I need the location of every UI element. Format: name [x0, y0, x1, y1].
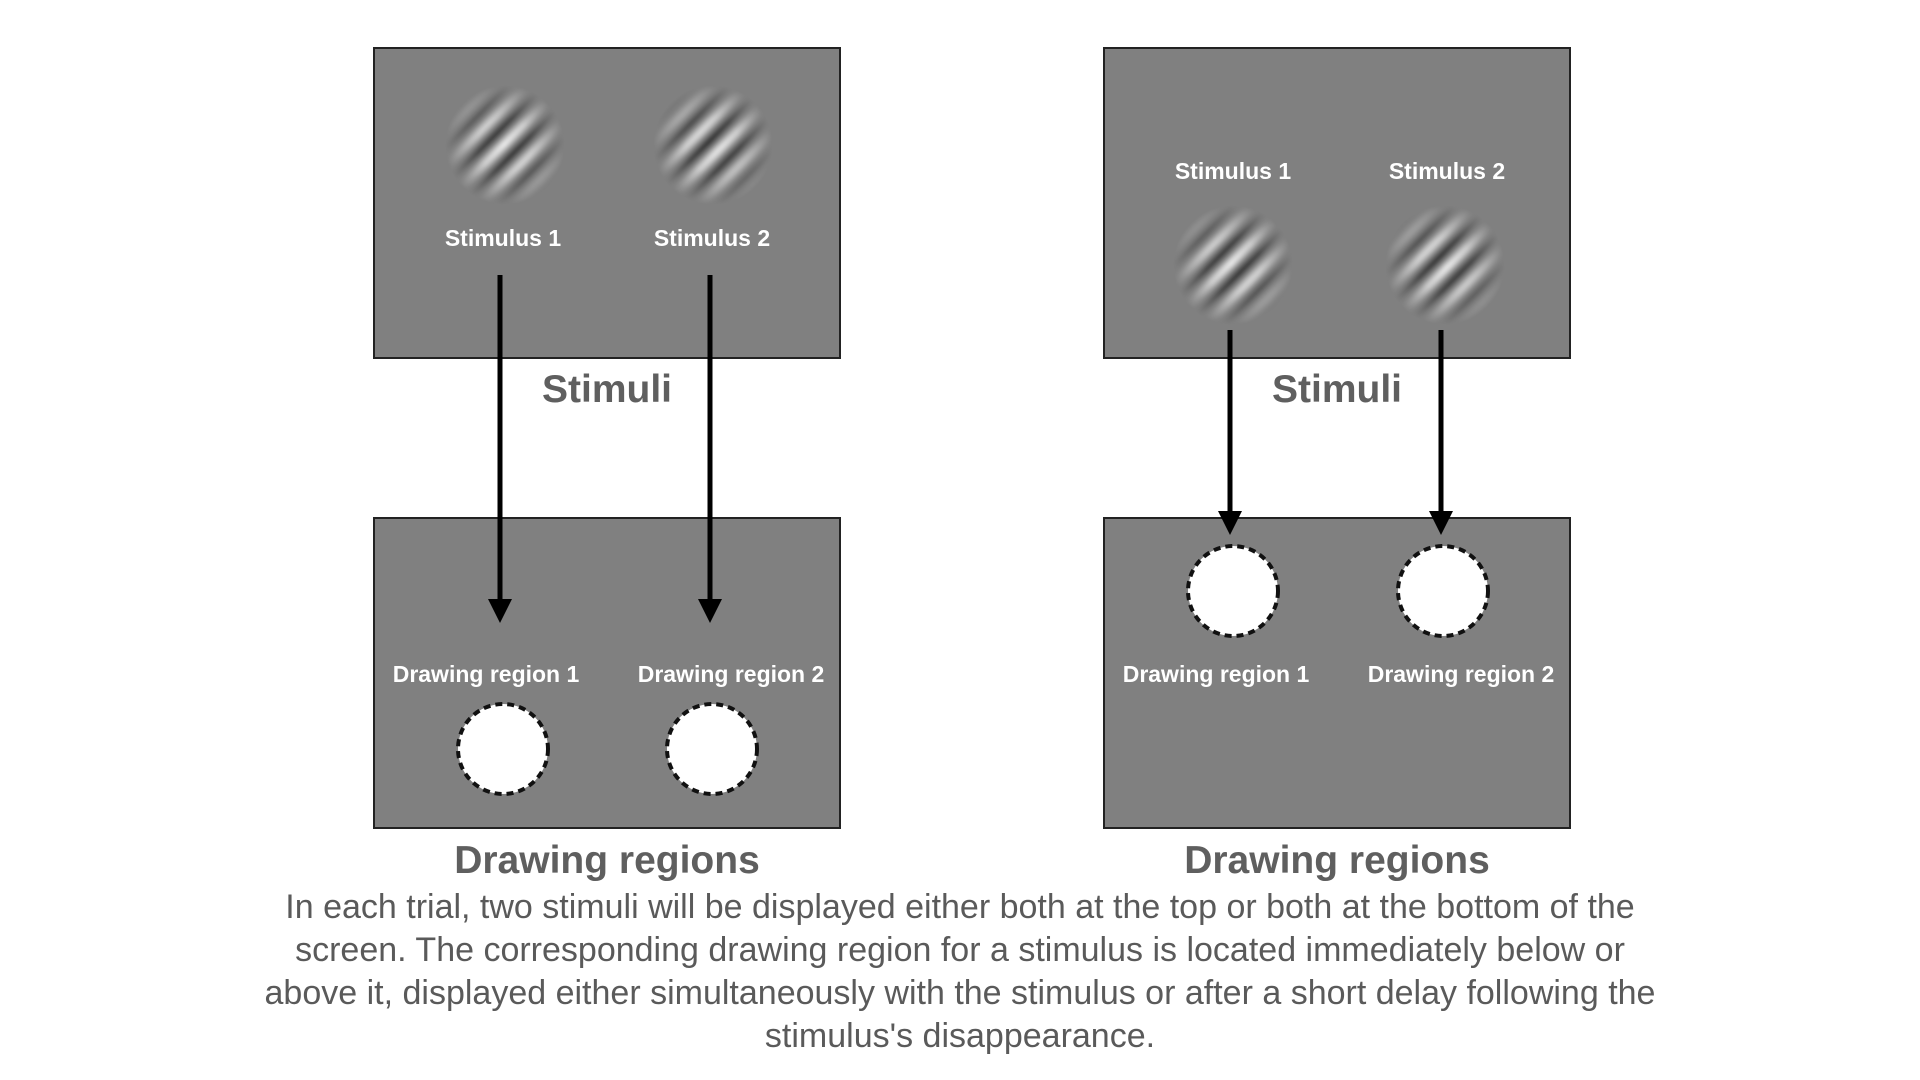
- right-stimulus-1-gabor: [1173, 205, 1293, 325]
- left-stimulus-2-label: Stimulus 2: [654, 225, 770, 251]
- left-drawing-region-1: [456, 702, 550, 796]
- left-arrowhead-2: [698, 599, 722, 623]
- left-stimulus-1-gabor: [445, 85, 565, 205]
- right-stimulus-1-label: Stimulus 1: [1175, 158, 1292, 184]
- right-drawing-title: Drawing regions: [1184, 839, 1490, 882]
- right-region-2-label: Drawing region 2: [1368, 661, 1555, 687]
- left-region-1-label: Drawing region 1: [393, 661, 580, 687]
- instruction-text: In each trial, two stimuli will be displ…: [264, 888, 1656, 1055]
- left-stimuli-title: Stimuli: [542, 368, 672, 411]
- right-drawing-screen: [1103, 517, 1571, 829]
- right-condition: Stimulus 1 Stimulus 2 Stimuli Drawing re…: [1103, 47, 1571, 882]
- left-stimulus-2-gabor: [653, 85, 773, 205]
- right-region-1-label: Drawing region 1: [1123, 661, 1310, 687]
- left-drawing-screen: [373, 517, 841, 829]
- left-region-2-label: Drawing region 2: [638, 661, 825, 687]
- right-stimulus-2-gabor: [1385, 205, 1505, 325]
- left-arrowhead-1: [488, 599, 512, 623]
- right-arrowhead-1: [1218, 511, 1242, 535]
- right-drawing-region-1: [1186, 544, 1280, 638]
- right-stimulus-2-label: Stimulus 2: [1389, 158, 1505, 184]
- right-drawing-region-2: [1396, 544, 1490, 638]
- left-drawing-title: Drawing regions: [454, 839, 760, 882]
- right-arrowhead-2: [1429, 511, 1453, 535]
- left-stimulus-1-label: Stimulus 1: [445, 225, 562, 251]
- right-stimuli-title: Stimuli: [1272, 368, 1402, 411]
- left-drawing-region-2: [665, 702, 759, 796]
- left-condition: Stimulus 1 Stimulus 2 Stimuli Drawing re…: [373, 47, 841, 882]
